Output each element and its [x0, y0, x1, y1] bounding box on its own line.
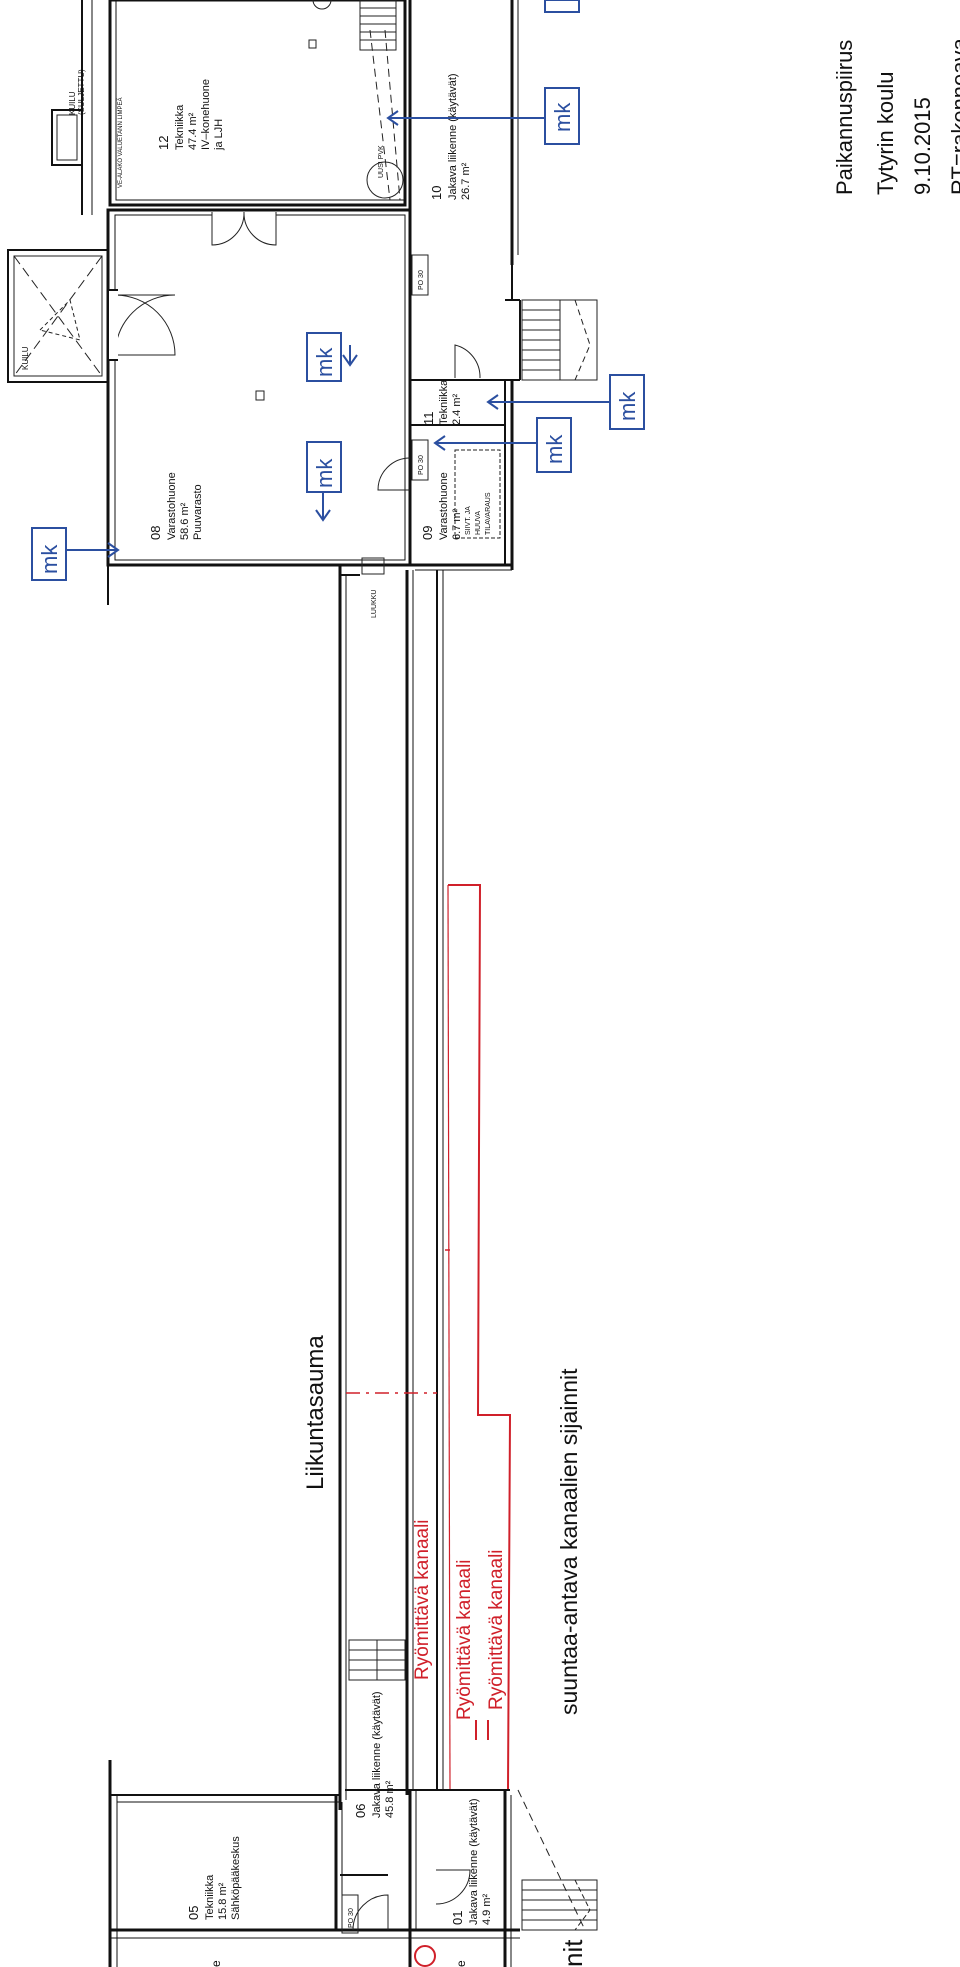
- room-10-number: 10: [429, 186, 444, 200]
- uusi-pvk-label: UUSI PVK: [378, 145, 385, 178]
- svg-text:e: e: [454, 1960, 468, 1967]
- shaft-top: KUILU (SULJETTU): [51, 69, 86, 166]
- room-12-label: 12 Tekniikka 47.4 m² IV–konehuone ja LJH: [156, 79, 225, 151]
- room-12-use1: IV–konehuone: [200, 79, 212, 150]
- mk-marker-6: mk: [433, 417, 572, 473]
- room-01-type: Jakava liikenne (käytävät): [468, 1798, 480, 1925]
- po30-b-box: [411, 439, 429, 481]
- caption-bottom: nit: [558, 1939, 588, 1967]
- room-10-area: 26.7 m²: [460, 162, 472, 200]
- svg-text:SIIVT. JA: SIIVT. JA: [465, 506, 472, 535]
- room-08-label: 08 Varastohuone 58.6 m² Puuvarasto: [148, 472, 204, 540]
- door-room-05: [352, 1894, 389, 1931]
- kuilu-top-label: KUILU: [68, 91, 77, 115]
- liikuntasauma-label: Liikuntasauma: [302, 1335, 329, 1490]
- room-08-use1: Puuvarasto: [192, 484, 204, 540]
- cleaning-reservation: SIIVT. JA HUUVA TILAVARAUS: [454, 449, 501, 539]
- room-05-use1: Sähköpääkeskus: [230, 1836, 242, 1920]
- mk-marker-5: mk: [486, 374, 645, 430]
- room-11-label: 11 Tekniikka 2.4 m²: [421, 379, 463, 425]
- room-05-area: 15.8 m²: [217, 1882, 229, 1920]
- room-06-number: 06: [353, 1804, 368, 1818]
- canal-label-1: Ryömittävä kanaali: [412, 1519, 433, 1680]
- room-12-number: 12: [156, 136, 171, 150]
- room-09-type: Varastohuone: [438, 472, 450, 540]
- room-08-walls: [106, 208, 412, 567]
- room-09-label: 09 Varastohuone 6.7 m²: [420, 472, 463, 540]
- svg-text:e: e: [209, 1960, 223, 1967]
- room-12-type: Tekniikka: [174, 104, 186, 150]
- canal-label-2: Ryömittävä kanaali: [454, 1559, 475, 1720]
- svg-text:TILAVARAUS: TILAVARAUS: [485, 492, 492, 535]
- room-08-number: 08: [148, 526, 163, 540]
- canal-caption: suuntaa-antava kanaalien sijainnit: [556, 1368, 582, 1715]
- room-11-type: Tekniikka: [438, 379, 450, 425]
- stair-bottom-right: [521, 1879, 598, 1931]
- door-room-08-double: [211, 211, 277, 250]
- title-block: Paikannuspiirus Tytyrin koulu 9.10.2015 …: [832, 37, 960, 195]
- po30-a-box: [411, 254, 429, 296]
- shaft-left: KUILU: [7, 249, 109, 383]
- room-10-label: 10 Jakava liikenne (käytävät) 26.7 m²: [429, 73, 472, 200]
- po30-c-box: [341, 1894, 359, 1934]
- luukku-label: LUUKKU: [371, 590, 378, 618]
- stair-corridor: [348, 1639, 406, 1681]
- room-01-number: 01: [450, 1911, 465, 1925]
- po30-c: PO 30: [348, 1908, 355, 1928]
- room-05-label: 05 Tekniikka 15.8 m² Sähköpääkeskus: [186, 1836, 242, 1920]
- room-06-type: Jakava liikenne (käytävät): [371, 1691, 383, 1818]
- room-08-area: 58.6 m²: [179, 502, 191, 540]
- svg-text:mk: mk: [550, 102, 575, 132]
- room-05-type: Tekniikka: [204, 1874, 216, 1920]
- stair-right: [521, 299, 598, 381]
- red-circle-marker: [414, 1945, 436, 1967]
- ventilation-unit: [308, 0, 404, 201]
- room-01-area: 4.9 m²: [481, 1893, 493, 1925]
- room-10-type: Jakava liikenne (käytävät): [447, 73, 459, 200]
- header-line3: 9.10.2015: [910, 97, 935, 195]
- room-12-walls: [108, 0, 412, 300]
- room-06-area: 45.8 m²: [384, 1780, 396, 1818]
- bottom-walls: [108, 1760, 586, 1967]
- room-06-label: 06 Jakava liikenne (käytävät) 45.8 m²: [353, 1691, 396, 1818]
- door-room-09: [377, 457, 411, 491]
- room-09-number: 09: [420, 526, 435, 540]
- vesi-label: VE-ALAKO VALUETANN LIMPEÄ: [117, 98, 124, 188]
- room-05-number: 05: [186, 1906, 201, 1920]
- kuilu-left-label: KUILU: [21, 346, 30, 370]
- room-01-label: 01 Jakava liikenne (käytävät) 4.9 m²: [450, 1798, 493, 1925]
- door-room-08-left: [108, 289, 176, 361]
- mk-marker-2: mk: [306, 332, 358, 382]
- mk-marker-1: mk: [386, 87, 580, 145]
- door-room-11: [454, 344, 481, 379]
- header-line1: Paikannuspiirus: [832, 40, 857, 195]
- header-line2: Tytyrin koulu: [873, 72, 898, 196]
- room-09-area: 6.7 m²: [451, 508, 463, 540]
- po30-a: PO 30: [418, 270, 425, 290]
- canal-label-3: Ryömittävä kanaali: [486, 1549, 507, 1710]
- room-11-number: 11: [421, 412, 436, 426]
- mk-marker-3: mk: [306, 441, 342, 522]
- stair-top: [359, 0, 397, 51]
- room-11-area: 2.4 m²: [451, 393, 463, 425]
- luukku-box: [361, 557, 385, 575]
- svg-text:HUUVA: HUUVA: [475, 511, 482, 535]
- po30-b: PO 30: [418, 455, 425, 475]
- svg-text:mk: mk: [312, 458, 337, 488]
- room-12-area: 47.4 m²: [187, 112, 199, 150]
- header-line4: RT=rakenneava: [947, 37, 960, 195]
- door-room-01: [435, 1869, 471, 1905]
- room-08-type: Varastohuone: [166, 472, 178, 540]
- svg-text:mk: mk: [37, 544, 62, 574]
- mk-marker-partial: [544, 0, 580, 13]
- svg-text:mk: mk: [542, 434, 567, 464]
- pillar-08: [255, 390, 265, 401]
- mk-marker-4: mk: [31, 527, 120, 581]
- svg-text:mk: mk: [615, 391, 640, 421]
- room-12-use2: ja LJH: [213, 119, 225, 151]
- corridor-walls: [107, 560, 444, 1810]
- svg-text:mk: mk: [312, 347, 337, 377]
